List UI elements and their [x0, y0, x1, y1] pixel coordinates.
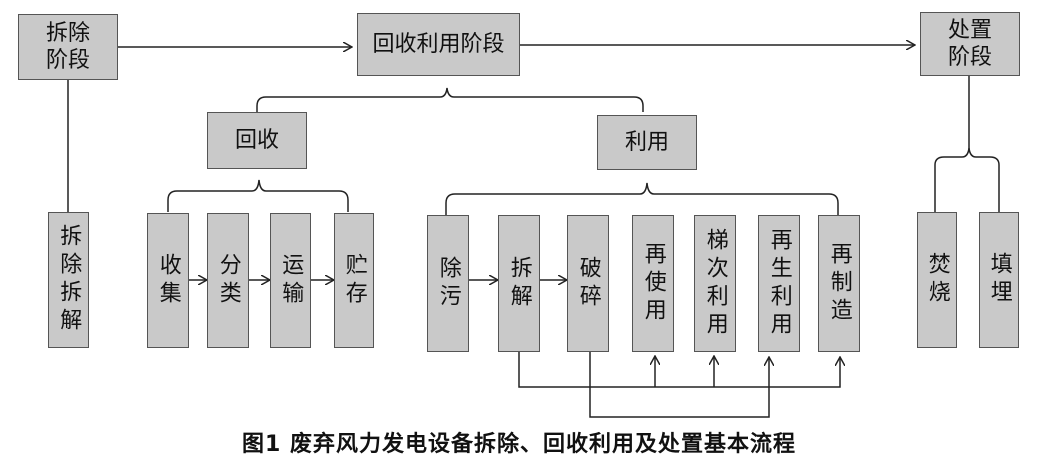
- decontaminate-box: 除污: [427, 215, 469, 352]
- dismantle-box: 拆除拆解: [48, 212, 89, 348]
- loop-crush-to-recycle: [589, 352, 769, 418]
- cascade-use-box: 梯次利用: [694, 215, 736, 352]
- transport-box: 运输: [270, 213, 311, 348]
- demolition-stage-box: 拆除 阶段: [18, 14, 118, 80]
- disassemble-box: 拆解: [498, 215, 540, 352]
- loop-disassemble-to-remanufacture: [518, 352, 840, 388]
- recycling-stage-box: 回收利用阶段: [357, 13, 520, 76]
- crush-box: 破碎: [567, 215, 609, 352]
- recovery-box: 回收: [207, 112, 307, 169]
- classify-box: 分类: [207, 213, 249, 348]
- remanufacture-box: 再制造: [818, 215, 860, 352]
- figure-caption: 图1 废弃风力发电设备拆除、回收利用及处置基本流程: [242, 432, 796, 457]
- store-box: 贮存: [334, 213, 374, 348]
- utilization-box: 利用: [597, 115, 697, 170]
- brace-recovery-split: [167, 179, 349, 212]
- brace-disposal-right: [968, 147, 1000, 212]
- recycle-box: 再生利用: [758, 215, 800, 352]
- brace-disposal-left: [934, 76, 970, 212]
- incinerate-box: 焚烧: [917, 212, 957, 348]
- brace-recycling-split: [256, 87, 644, 112]
- disposal-stage-box: 处置 阶段: [920, 12, 1020, 76]
- reuse-box: 再使用: [632, 215, 674, 352]
- landfill-box: 填埋: [979, 212, 1019, 348]
- brace-utilization-split: [445, 182, 839, 215]
- collect-box: 收集: [147, 213, 189, 348]
